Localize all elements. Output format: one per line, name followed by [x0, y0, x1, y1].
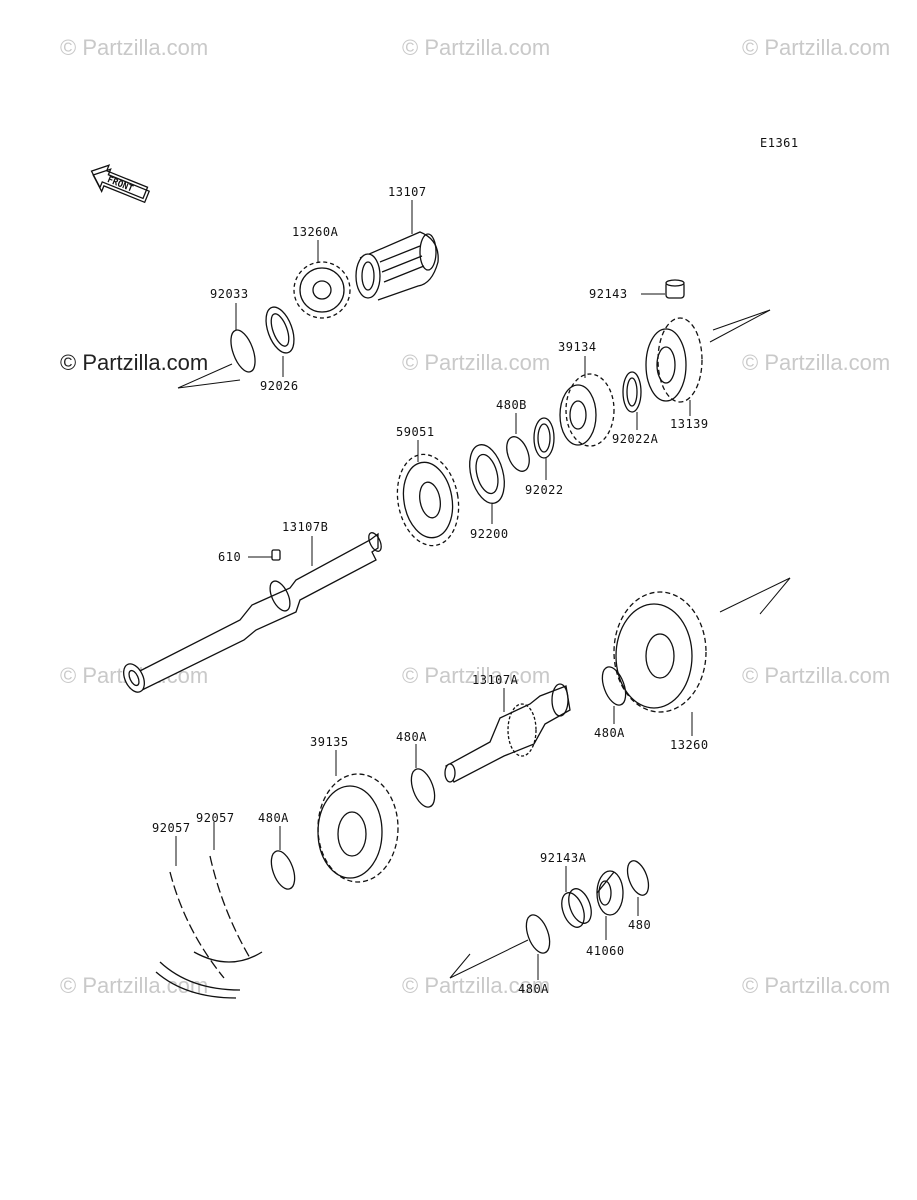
part-13107A-shaft — [444, 683, 571, 783]
part-92200-washer — [469, 444, 505, 524]
part-39135-gear — [317, 750, 399, 883]
part-92143-collar — [641, 279, 685, 299]
part-92033-circlip — [230, 303, 256, 373]
watermark: © Partzilla.com — [402, 350, 550, 375]
part-13260-gear — [613, 591, 707, 736]
label-13139: 13139 — [670, 417, 709, 431]
watermark: © Partzilla.com — [402, 663, 550, 688]
label-480A: 480A — [258, 811, 289, 825]
watermark: © Partzilla.com — [742, 973, 890, 998]
part-92026-washer — [265, 306, 295, 377]
part-13260A-gear — [293, 240, 351, 319]
part-39134-gear — [559, 356, 615, 447]
label-92022: 92022 — [525, 483, 564, 497]
watermark: © Partzilla.com — [742, 663, 890, 688]
part-13107-sleeve — [355, 200, 439, 301]
watermark: © Partzilla.com — [402, 35, 550, 60]
label-92033: 92033 — [210, 287, 249, 301]
label-39134: 39134 — [558, 340, 597, 354]
label-480A: 480A — [518, 982, 549, 996]
part-59051-sprocket — [396, 440, 460, 547]
label-59051: 59051 — [396, 425, 435, 439]
label-92022A: 92022A — [612, 432, 659, 446]
label-480B: 480B — [496, 398, 527, 412]
label-92057: 92057 — [152, 821, 191, 835]
label-13107: 13107 — [388, 185, 427, 199]
label-92143A: 92143A — [540, 851, 587, 865]
label-13107A: 13107A — [472, 673, 519, 687]
label-92057: 92057 — [196, 811, 235, 825]
part-92057-chain — [155, 822, 263, 999]
watermark: © Partzilla.com — [742, 35, 890, 60]
label-13260: 13260 — [670, 738, 709, 752]
part-92022-washer — [533, 417, 555, 480]
part-480A-circlip — [525, 914, 551, 980]
figure-code: E1361 — [760, 136, 799, 150]
watermarks: © Partzilla.com © Partzilla.com © Partzi… — [60, 35, 890, 998]
label-480A: 480A — [594, 726, 625, 740]
part-41060-sleeve — [596, 870, 624, 940]
part-92022A-washer — [622, 371, 642, 430]
label-92143: 92143 — [589, 287, 628, 301]
label-610: 610 — [218, 550, 241, 564]
part-610-pin — [248, 549, 281, 561]
part-480-circlip — [626, 860, 650, 916]
part-480A-circlip — [601, 666, 627, 724]
label-41060: 41060 — [586, 944, 625, 958]
label-92200: 92200 — [470, 527, 509, 541]
label-13260A: 13260A — [292, 225, 339, 239]
part-480B-circlip — [506, 413, 530, 472]
label-39135: 39135 — [310, 735, 349, 749]
label-480A: 480A — [396, 730, 427, 744]
label-480: 480 — [628, 918, 651, 932]
part-480A-circlip — [410, 744, 436, 808]
part-13107B-shaft — [123, 532, 382, 693]
label-13107B: 13107B — [282, 520, 328, 534]
watermark: © Partzilla.com — [742, 350, 890, 375]
watermark: © Partzilla.com — [60, 35, 208, 60]
watermark: © Partzilla.com — [402, 973, 550, 998]
watermark: © Partzilla.com — [60, 973, 208, 998]
part-13139-gear — [645, 317, 703, 416]
front-arrow-icon: FRONT — [90, 164, 151, 204]
label-92026: 92026 — [260, 379, 299, 393]
watermark: © Partzilla.com — [60, 350, 208, 375]
part-480A-circlip — [270, 826, 296, 890]
part-92143A-collar — [561, 866, 592, 928]
